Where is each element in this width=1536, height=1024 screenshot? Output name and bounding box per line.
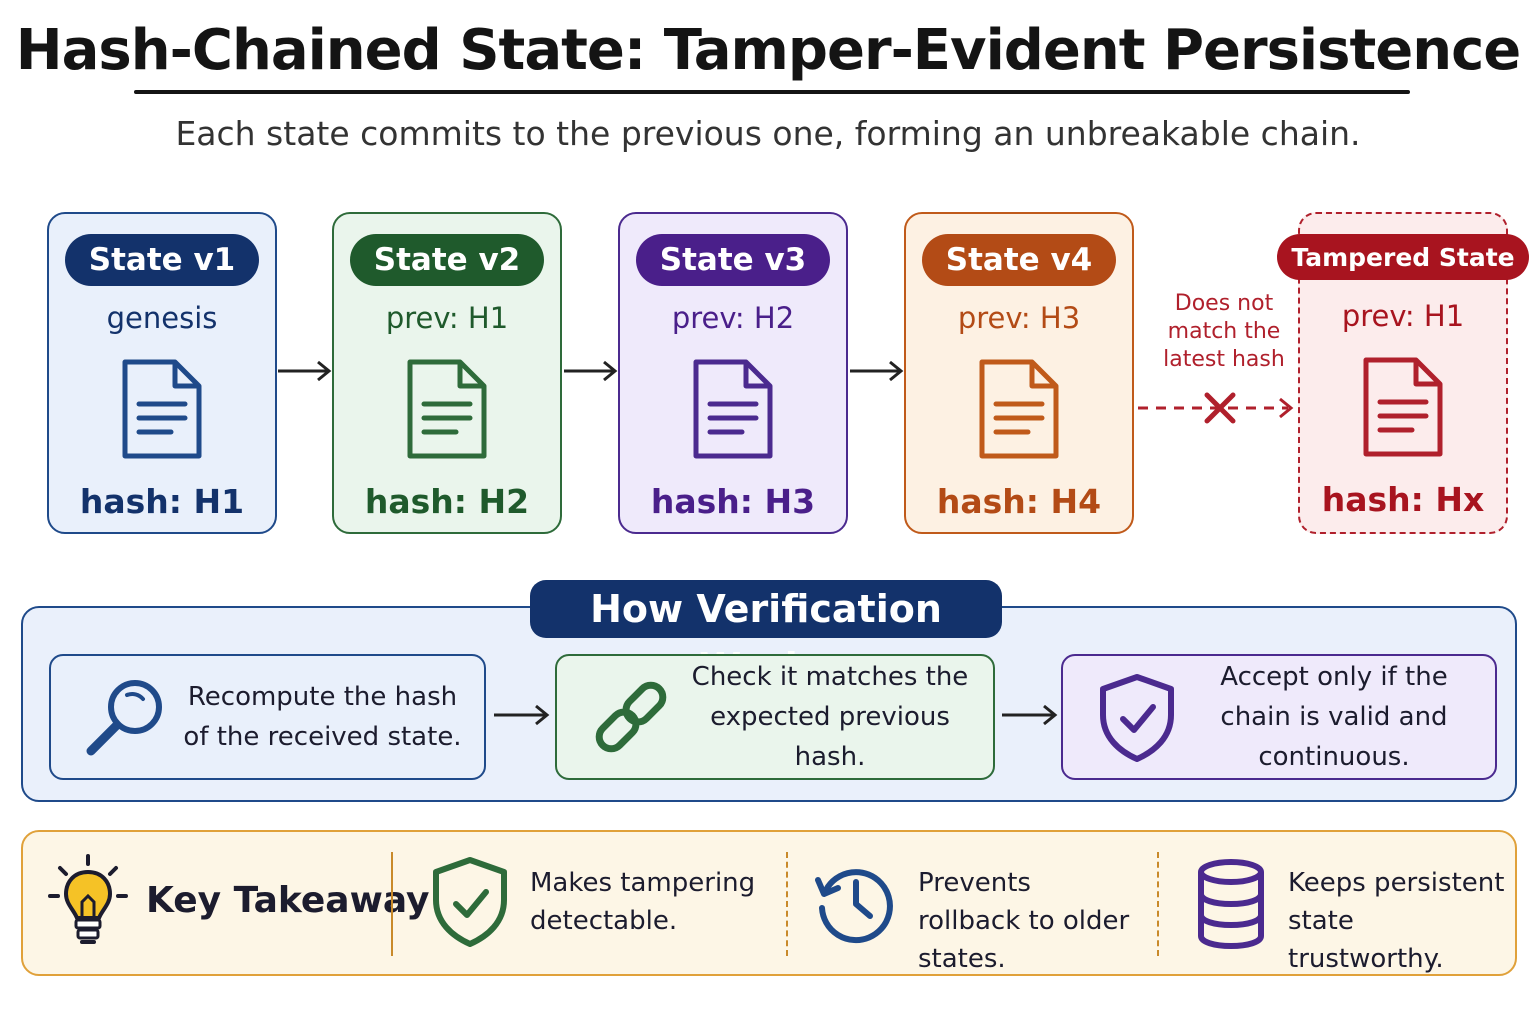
state-hash: hash: H4 [936, 482, 1102, 521]
state-prev: prev: H1 [1341, 299, 1465, 333]
document-icon [122, 359, 202, 459]
verification-step-check: Check it matches the expected previous h… [555, 654, 995, 780]
state-badge: State v1 [64, 234, 260, 286]
state-badge: State v4 [921, 234, 1117, 286]
x-mark-icon [1204, 392, 1236, 424]
state-card-v1: State v1 genesis hash: H1 [47, 212, 277, 534]
state-badge: State v2 [349, 234, 545, 286]
document-icon [693, 359, 773, 459]
state-prev: prev: H3 [957, 301, 1081, 335]
state-prev: genesis [106, 301, 218, 335]
state-badge: Tampered State [1277, 234, 1529, 280]
step-text: Accept only if the chain is valid and co… [1220, 662, 1448, 772]
document-icon [407, 359, 487, 459]
verification-step-recompute: Recompute the hash of the received state… [49, 654, 486, 780]
state-card-v2: State v2 prev: H1 hash: H2 [332, 212, 562, 534]
state-card-tampered: Tampered State prev: H1 hash: Hx [1277, 212, 1529, 534]
takeaway-text-rollback: Prevents rollback to older states. [918, 868, 1130, 974]
page-title: Hash-Chained State: Tamper-Evident Persi… [15, 18, 1522, 83]
state-badge: State v3 [635, 234, 831, 286]
state-card-v3: State v3 prev: H2 hash: H3 [618, 212, 848, 534]
state-hash: hash: H2 [364, 482, 530, 521]
chain-arrow [850, 360, 904, 382]
takeaway-divider [391, 852, 393, 956]
step-arrow [494, 704, 550, 726]
link-icon [595, 681, 667, 753]
takeaway-text-tampering: Makes tampering detectable. [530, 868, 756, 936]
title-underline [134, 90, 1410, 94]
state-hash: hash: H3 [650, 482, 816, 521]
state-prev: prev: H1 [385, 301, 509, 335]
broken-link-arrow [1138, 397, 1294, 419]
key-takeaway-label: Key Takeaway [146, 880, 430, 921]
page-subtitle: Each state commits to the previous one, … [175, 114, 1361, 153]
takeaway-panel [21, 830, 1517, 976]
takeaway-text-trustworthy: Keeps persistent state trustworthy. [1288, 868, 1505, 974]
magnifier-icon [86, 680, 162, 756]
step-text: Check it matches the expected previous h… [691, 662, 969, 772]
document-icon [979, 359, 1059, 459]
verification-title: How Verification Works [530, 580, 1002, 689]
mismatch-note: Does not match the latest hash [1163, 291, 1285, 372]
takeaway-divider [786, 852, 788, 956]
step-text: Recompute the hash of the received state… [183, 682, 462, 752]
chain-arrow [278, 360, 332, 382]
shield-check-icon [1100, 674, 1174, 762]
document-icon [1363, 357, 1443, 457]
history-clock-icon [815, 869, 893, 944]
lightbulb-icon [48, 854, 128, 944]
state-card-v4: State v4 prev: H3 hash: H4 [904, 212, 1134, 534]
state-hash: hash: H1 [79, 482, 245, 521]
step-arrow [1002, 704, 1058, 726]
state-prev: prev: H2 [671, 301, 795, 335]
state-hash: hash: Hx [1321, 480, 1485, 519]
database-icon [1198, 859, 1264, 950]
takeaway-divider [1157, 852, 1159, 956]
verification-step-accept: Accept only if the chain is valid and co… [1061, 654, 1497, 780]
chain-arrow [564, 360, 618, 382]
shield-check-icon [433, 857, 507, 947]
